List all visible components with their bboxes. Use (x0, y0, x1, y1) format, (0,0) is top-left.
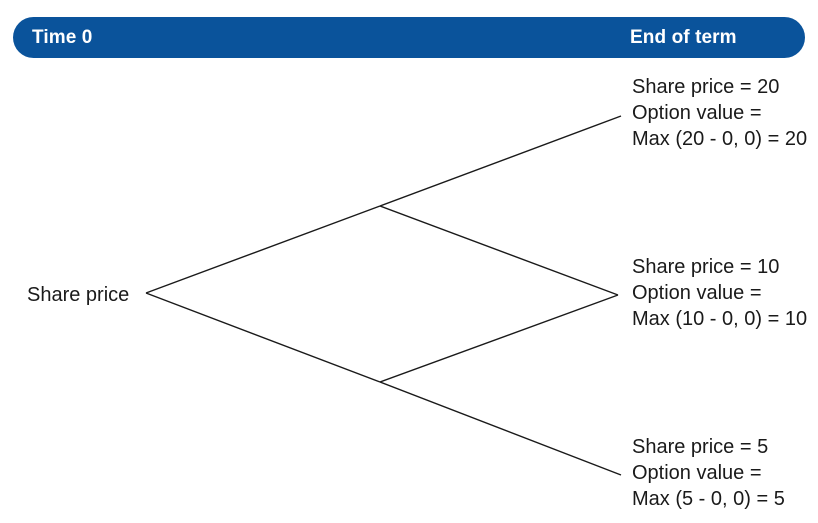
leaf-middle-option-value-formula: Max (10 - 0, 0) = 10 (632, 308, 808, 330)
timeline-banner: Time 0 End of term (13, 17, 805, 58)
edge-up-up (379, 115, 622, 207)
leaf-down-option-value-formula: Max (5 - 0, 0) = 5 (632, 488, 785, 510)
edge-root-up (145, 205, 381, 294)
banner-label-time-0: Time 0 (32, 26, 93, 48)
root-node-label: Share price (27, 284, 130, 306)
leaf-down-share-price: Share price = 5 (632, 436, 769, 458)
banner-label-end-of-term: End of term (630, 26, 737, 48)
leaf-up-option-value-formula: Max (20 - 0, 0) = 20 (632, 128, 808, 150)
leaf-middle-option-value-label: Option value = (632, 282, 762, 304)
leaf-down-option-value-label: Option value = (632, 462, 762, 484)
leaf-node-down: Share price = 5 Option value = Max (5 - … (632, 434, 785, 512)
leaf-node-middle: Share price = 10 Option value = Max (10 … (632, 254, 807, 332)
edge-up-down (379, 205, 619, 296)
edge-root-down (145, 292, 381, 383)
leaf-up-share-price: Share price = 20 (632, 76, 780, 98)
leaf-node-up: Share price = 20 Option value = Max (20 … (632, 74, 807, 152)
leaf-middle-share-price: Share price = 10 (632, 256, 780, 278)
leaf-up-option-value-label: Option value = (632, 102, 762, 124)
edge-down-down (379, 381, 622, 476)
edge-down-up (379, 294, 619, 383)
